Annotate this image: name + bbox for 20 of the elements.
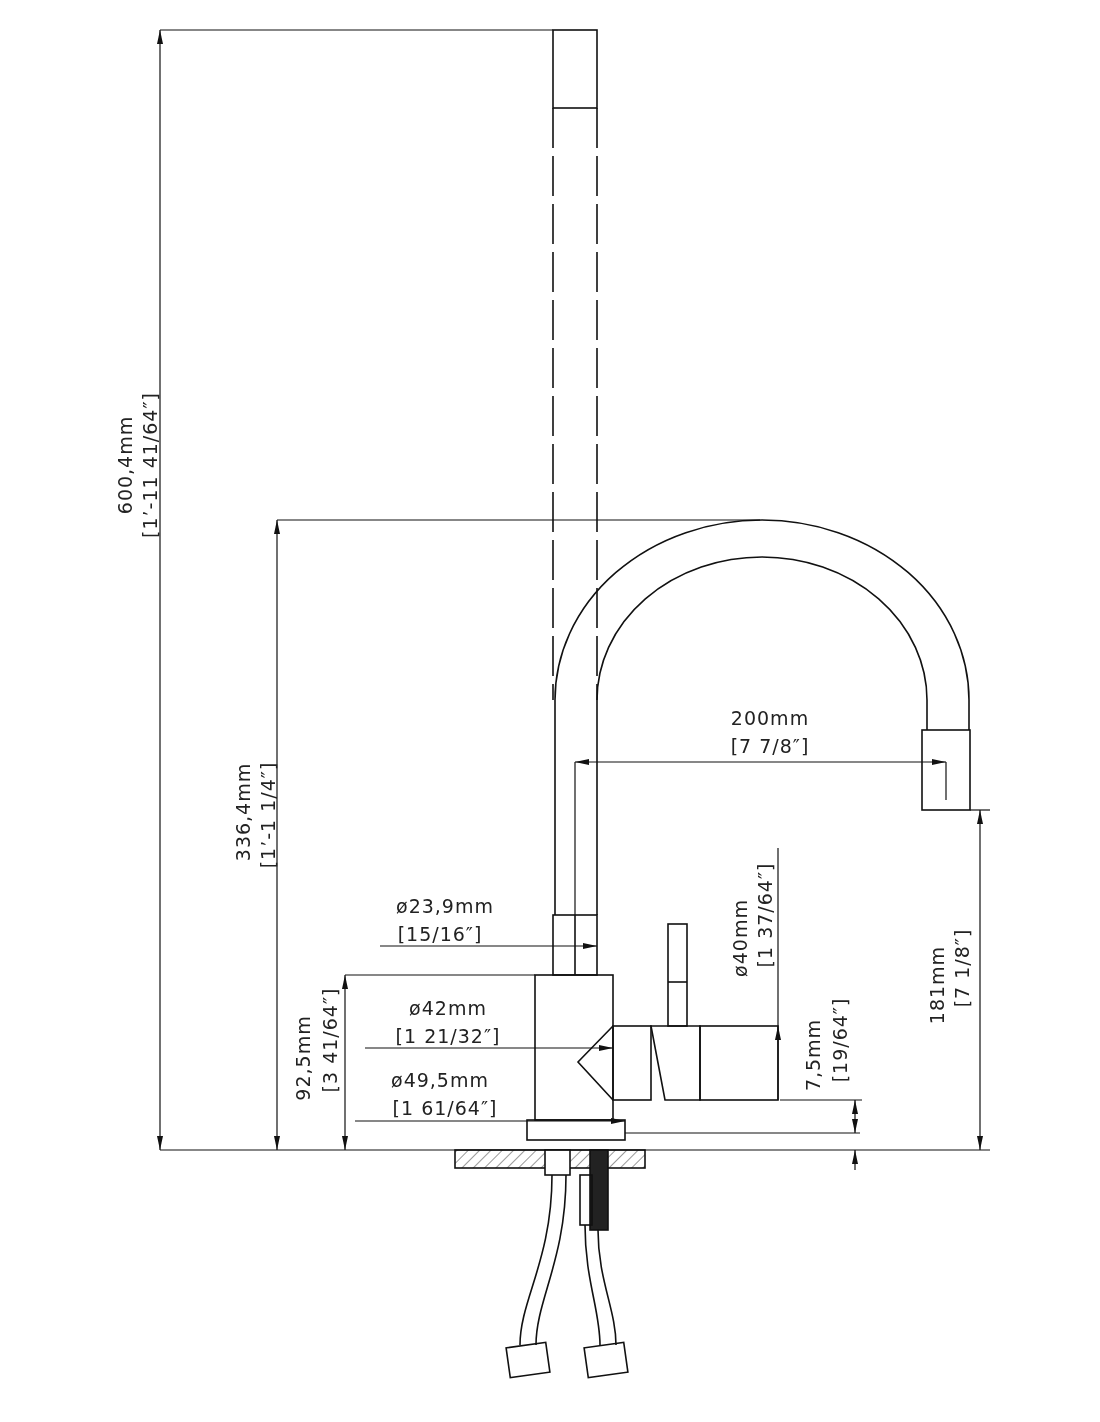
dimension-label: 600,4mm (115, 415, 135, 515)
dimension-label: ø42mm (409, 998, 487, 1018)
dimension-label: 181mm (927, 945, 947, 1025)
dimension-label: [19/64″] (830, 997, 850, 1083)
dimension-label: [1’-11 41/64″] (140, 392, 160, 538)
dimension-label: [1 37/64″] (755, 862, 775, 968)
dimension-label: ø49,5mm (391, 1070, 489, 1090)
dimension-label: 7,5mm (803, 1018, 823, 1092)
dimension-label: 336,4mm (233, 762, 253, 862)
dimension-label: [7 1/8″] (952, 928, 972, 1008)
dimension-label: [1 61/64″] (392, 1098, 498, 1118)
dimension-label: 92,5mm (293, 1015, 313, 1101)
dimension-label: ø40mm (730, 899, 750, 977)
dimension-label: [1 21/32″] (395, 1026, 501, 1046)
dimension-label: [7 7/8″] (730, 736, 810, 756)
dimension-label: 200mm (730, 708, 810, 728)
dimension-label: [1’-1 1/4″] (258, 761, 278, 869)
dimension-label: [15/16″] (397, 924, 483, 944)
dimension-label: ø23,9mm (396, 896, 494, 916)
dimension-label: [3 41/64″] (320, 987, 340, 1093)
